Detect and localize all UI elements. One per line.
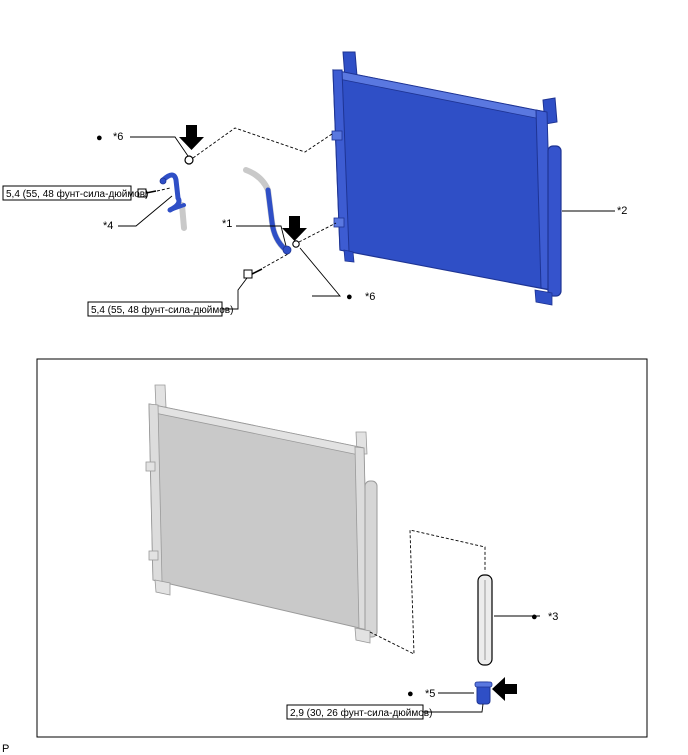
torque-box-1	[2, 185, 132, 201]
bolt-lower[interactable]	[243, 268, 263, 279]
marker-dot: ●	[407, 688, 414, 700]
pipe-4[interactable]	[159, 172, 187, 231]
o-ring-bottom[interactable]	[292, 240, 300, 248]
illustration-code: P	[2, 743, 9, 755]
pipe-1[interactable]	[243, 167, 292, 255]
callout-1: *1	[222, 218, 232, 230]
push-arrow-icon	[492, 677, 517, 701]
torque-spec-2: 5,4 (55, 48 фунт-сила-дюймов)	[91, 304, 233, 316]
torque-spec-1: 5,4 (55, 48 фунт-сила-дюймов)	[6, 188, 148, 200]
push-arrow-icon	[282, 216, 307, 241]
filter-element-3[interactable]	[477, 574, 493, 666]
lower-detail-view: ● *3 ● *5 2,9 (30, 26 фунт-сила-дюймов)	[36, 358, 648, 738]
marker-dot: ●	[346, 291, 353, 303]
torque-box-3	[286, 704, 424, 720]
callout-6-lower: *6	[365, 291, 375, 303]
upper-assembly-lines	[156, 127, 337, 269]
callout-4: *4	[103, 220, 113, 232]
torque-spec-3: 2,9 (30, 26 фунт-сила-дюймов)	[290, 707, 432, 719]
callout-5: *5	[425, 688, 435, 700]
plug-5[interactable]	[474, 681, 493, 705]
callout-6-upper: *6	[113, 131, 123, 143]
push-arrow-icon	[179, 125, 204, 150]
ghost-condenser	[145, 384, 378, 644]
detail-frame	[36, 358, 648, 738]
lower-leader-lines	[423, 615, 540, 713]
upper-view: ● ● *6 *1 *2 *4 *6 5,4 (55, 48 фунт-сила…	[2, 51, 627, 317]
condenser-assembly[interactable]	[331, 51, 562, 306]
upper-leader-lines	[118, 136, 615, 310]
callout-3: *3	[548, 611, 558, 623]
marker-dot: ●	[531, 611, 538, 623]
callout-2: *2	[617, 205, 627, 217]
bolt-upper-left[interactable]	[137, 188, 157, 198]
marker-dot: ●	[96, 132, 103, 144]
o-ring-top[interactable]	[184, 155, 194, 165]
torque-box-2	[87, 301, 223, 317]
lower-assembly-lines	[369, 529, 486, 655]
